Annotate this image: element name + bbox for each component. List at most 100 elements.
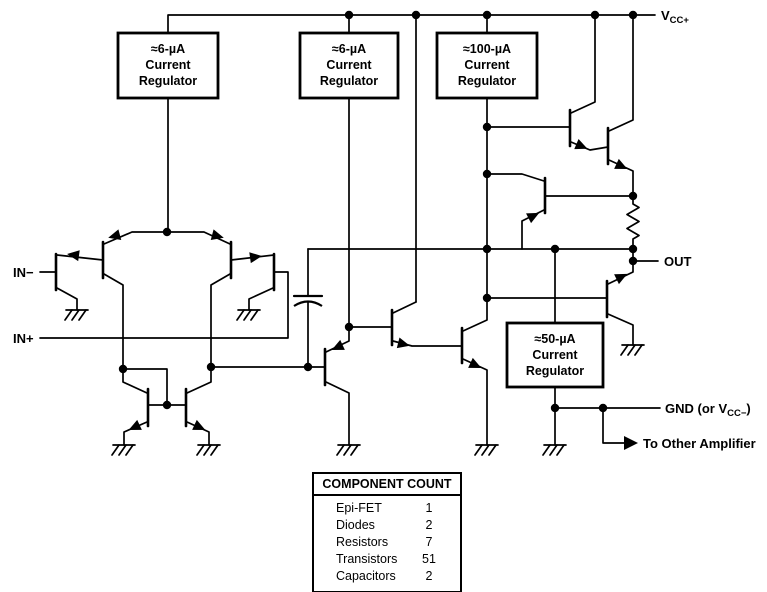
- regulator-boxes: ≈6-µA Current Regulator ≈6-µA Current Re…: [116, 31, 605, 389]
- regulator-1-line2: Current: [145, 58, 191, 72]
- capacitor-plate: [293, 300, 323, 307]
- junction-dot: [628, 256, 638, 266]
- component-count: 2: [425, 518, 433, 532]
- component-count: 51: [422, 552, 436, 566]
- ground-symbol: [243, 309, 252, 321]
- wire: [56, 287, 78, 311]
- to-other-amplifier-label: To Other Amplifier: [643, 436, 756, 451]
- junction-dot: [344, 322, 354, 332]
- ground-symbol: [71, 309, 80, 321]
- port-labels: VCC+ IN− IN+ OUT GND (or VCC−) To Other …: [13, 8, 756, 451]
- junction-dot: [482, 122, 492, 132]
- regulator-2-line2: Current: [326, 58, 372, 72]
- component-count: 2: [425, 569, 433, 583]
- component-count: 1: [425, 501, 433, 515]
- ground-symbol: [196, 444, 205, 456]
- junction-dot: [598, 403, 608, 413]
- junction-dot: [590, 10, 600, 20]
- wire: [103, 273, 124, 370]
- current-regulator-box-1: [116, 31, 220, 100]
- component-name: Transistors: [336, 552, 398, 566]
- wire: [39, 271, 289, 339]
- ground-symbol: [627, 344, 636, 356]
- junction-dot: [206, 362, 216, 372]
- component-name: Capacitors: [336, 569, 396, 583]
- junction-dot: [628, 10, 638, 20]
- circuit-geometry: [39, 10, 661, 456]
- emitter-arrow-icon: [574, 138, 588, 150]
- wire: [103, 231, 168, 245]
- emitter-arrow-icon: [331, 339, 345, 350]
- regulator-4-line2: Current: [532, 348, 578, 362]
- wire: [325, 381, 350, 446]
- ground-symbol: [481, 444, 490, 456]
- wire: [486, 173, 545, 182]
- emitter-arrow-icon: [396, 337, 410, 349]
- junction-dot: [550, 403, 560, 413]
- regulator-3-line2: Current: [464, 58, 510, 72]
- wire: [608, 14, 634, 132]
- junction-dot: [482, 244, 492, 254]
- emitter-arrow-icon: [468, 357, 482, 368]
- junction-dot: [303, 362, 313, 372]
- ground-symbol: [474, 444, 483, 456]
- current-regulator-box-3: [435, 31, 539, 100]
- wire: [122, 368, 148, 394]
- wire: [122, 368, 168, 406]
- wire: [167, 14, 656, 34]
- component-name: Epi-FET: [336, 501, 382, 515]
- wire: [570, 14, 596, 114]
- wire: [392, 301, 417, 314]
- component-count: 7: [425, 535, 433, 549]
- wire: [210, 273, 231, 368]
- ground-symbol: [634, 344, 643, 356]
- table-row: Epi-FET 1: [314, 500, 460, 517]
- current-regulator-box-2: [298, 31, 400, 100]
- regulator-2-line1: ≈6-µA: [332, 42, 366, 56]
- vcc-plus-label: VCC+: [661, 8, 689, 26]
- ground-symbol: [556, 444, 565, 456]
- component-count-rows: Epi-FET 1 Diodes 2 Resistors 7 Transisto…: [314, 496, 460, 591]
- emitter-arrow-icon: [192, 419, 206, 430]
- regulator-3-line1: ≈100-µA: [463, 42, 511, 56]
- emitter-arrow-icon: [614, 273, 628, 285]
- junction-dot: [411, 10, 421, 20]
- wire: [554, 386, 661, 409]
- ground-symbol: [250, 309, 259, 321]
- wire: [166, 231, 231, 245]
- ground-symbol: [350, 444, 359, 456]
- component-name: Resistors: [336, 535, 389, 549]
- wire: [462, 297, 488, 332]
- ground-symbol: [125, 444, 134, 456]
- in-plus-label: IN+: [13, 331, 34, 346]
- regulator-2-line3: Regulator: [320, 74, 378, 88]
- junction-dot: [162, 400, 172, 410]
- ground-symbol: [343, 444, 352, 456]
- emitter-arrow-icon: [614, 158, 628, 169]
- ground-symbol: [64, 309, 73, 321]
- wire: [607, 313, 634, 346]
- emitter-arrow-icon: [249, 252, 262, 264]
- ground-symbol: [78, 309, 87, 321]
- wire: [462, 358, 488, 446]
- ground-symbol: [620, 344, 629, 356]
- junction-dot: [482, 169, 492, 179]
- wire: [56, 254, 104, 261]
- junction-dot: [162, 227, 172, 237]
- component-name: Diodes: [336, 518, 375, 532]
- regulator-3-line3: Regulator: [458, 74, 516, 88]
- emitter-arrow-icon: [108, 229, 122, 241]
- component-count-table: COMPONENT COUNT Epi-FET 1 Diodes 2 Resis…: [312, 472, 462, 592]
- resistor: [626, 195, 640, 250]
- ground-symbol: [111, 444, 120, 456]
- ground-symbol: [336, 444, 345, 456]
- junction-dot: [482, 10, 492, 20]
- regulator-4-line1: ≈50-µA: [534, 332, 575, 346]
- ground-symbol: [236, 309, 245, 321]
- junction-dot: [118, 364, 128, 374]
- regulator-1-line1: ≈6-µA: [151, 42, 185, 56]
- ground-symbol: [118, 444, 127, 456]
- table-row: Capacitors 2: [314, 568, 460, 585]
